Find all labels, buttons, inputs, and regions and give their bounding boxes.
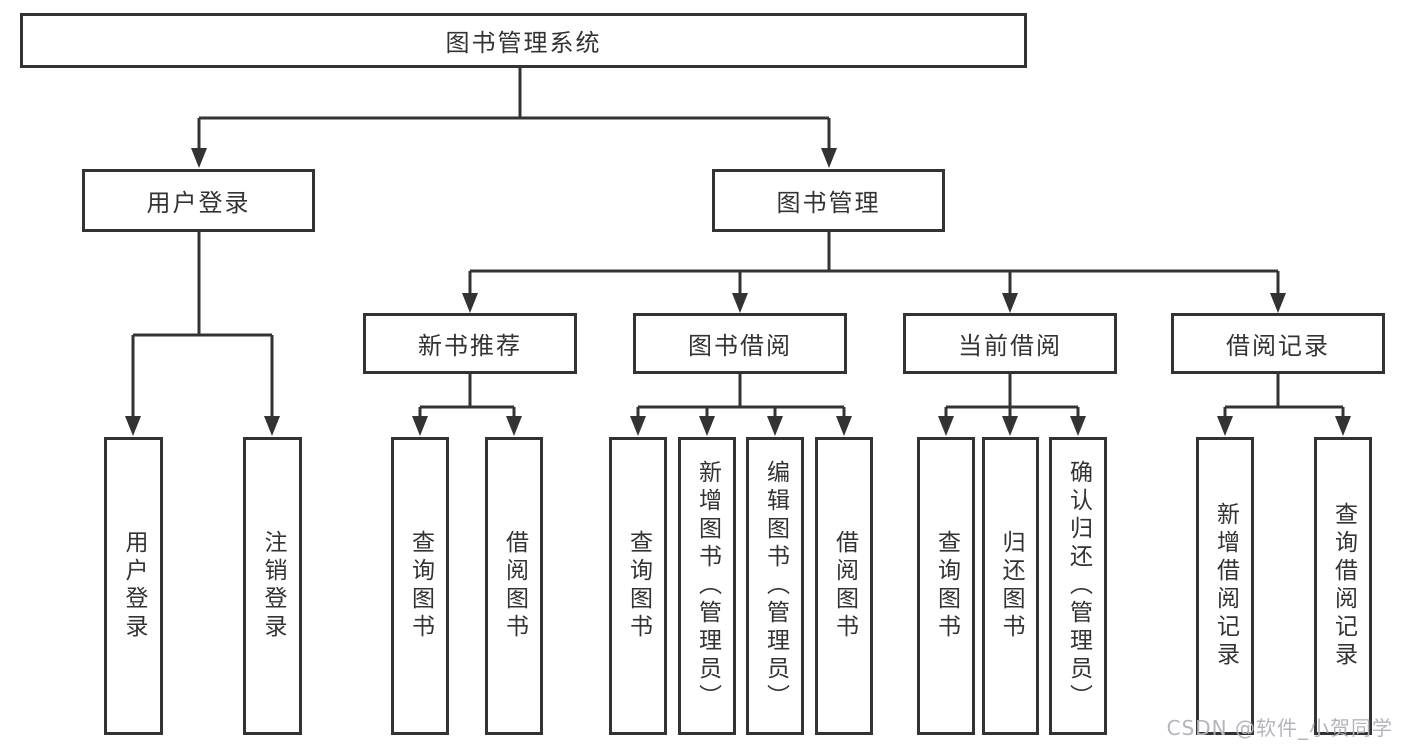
leaf-borrow-books-borrowing: 借阅图书 <box>815 437 873 735</box>
node-current-borrowing: 当前借阅 <box>903 313 1117 374</box>
csdn-watermark: CSDN @软件_小贺同学 <box>1166 716 1393 740</box>
leaf-query-borrow-record: 查询借阅记录 <box>1314 437 1372 735</box>
leaf-query-books-borrowing: 查询图书 <box>609 437 667 735</box>
node-new-book-recommend: 新书推荐 <box>363 313 577 374</box>
leaf-query-books-recommend: 查询图书 <box>391 437 449 735</box>
leaf-return-books: 归还图书 <box>982 437 1039 735</box>
node-root-system: 图书管理系统 <box>20 13 1027 68</box>
leaf-edit-books-admin: 编辑图书（管理员） <box>746 437 804 735</box>
leaf-query-books-current: 查询图书 <box>917 437 975 735</box>
node-book-borrowing: 图书借阅 <box>633 313 847 374</box>
leaf-confirm-return-admin: 确认归还（管理员） <box>1049 437 1107 735</box>
leaf-add-borrow-record: 新增借阅记录 <box>1196 437 1254 735</box>
node-user-login: 用户登录 <box>82 169 315 232</box>
arrowhead-icons <box>125 148 1351 436</box>
leaf-borrow-books-recommend: 借阅图书 <box>485 437 543 735</box>
node-borrowing-records: 借阅记录 <box>1171 313 1385 374</box>
leaf-add-books-admin: 新增图书（管理员） <box>678 437 736 735</box>
leaf-logout: 注销登录 <box>243 437 302 735</box>
leaf-user-login: 用户登录 <box>104 437 163 735</box>
node-book-management: 图书管理 <box>712 169 945 232</box>
